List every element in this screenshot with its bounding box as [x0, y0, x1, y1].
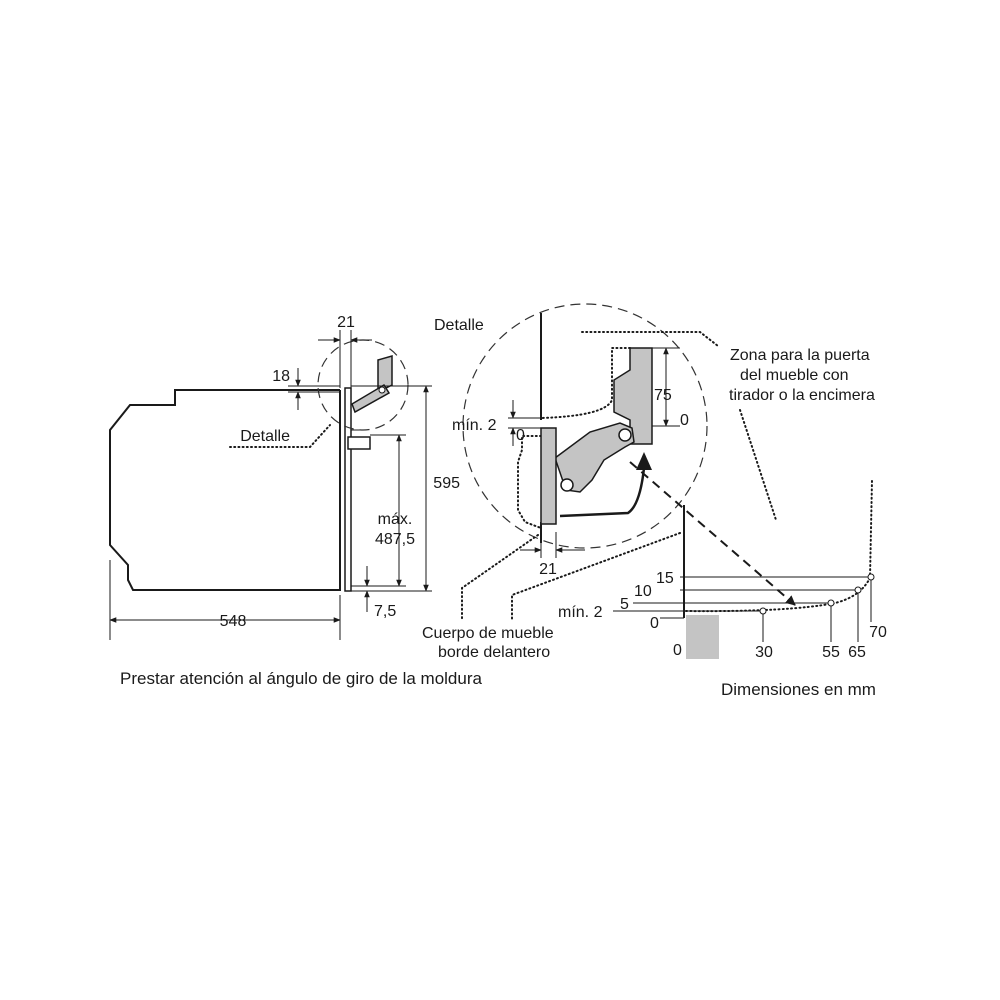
label-21-detail: 21 [539, 561, 557, 578]
swing-path-arrow [629, 461, 796, 606]
cuerpo-text-line2: borde delantero [438, 644, 550, 661]
label-detalle-left: Detalle [240, 428, 290, 445]
hinge-detail [462, 303, 708, 558]
rotation-arrowhead [636, 452, 652, 470]
left-hinge-bracket [377, 355, 393, 394]
zone-leader-top [581, 331, 719, 347]
oven-body-outline [109, 389, 341, 591]
graph-label-10: 10 [634, 583, 652, 600]
left-hinge-pivot [378, 386, 386, 394]
graph-cabinet-block [686, 615, 719, 659]
cuerpo-leader-right [511, 532, 681, 621]
graph-label-0-bottom: 0 [673, 642, 682, 659]
label-max: máx. [378, 511, 413, 528]
graph-label-30: 30 [755, 644, 773, 661]
label-595: 595 [433, 475, 460, 492]
hinge-arm [554, 422, 635, 493]
hinge-pivot [618, 428, 632, 442]
zone-text-line2: del mueble con [740, 367, 849, 384]
label-487-5: 487,5 [375, 531, 415, 548]
label-21-top: 21 [337, 314, 355, 331]
label-18: 18 [272, 368, 290, 385]
oven-door-panel [344, 387, 352, 592]
label-7-5: 7,5 [374, 603, 396, 620]
graph-label-min2: mín. 2 [558, 604, 603, 621]
zone-text-line3: tirador o la encimera [729, 387, 875, 404]
hinge-bracket [613, 347, 653, 445]
zone-leader-right [739, 409, 777, 521]
cuerpo-leader-left [461, 534, 539, 621]
graph-label-65: 65 [848, 644, 866, 661]
graph-label-55: 55 [822, 644, 840, 661]
clearance-graph [613, 479, 875, 659]
left-dimensions [109, 330, 432, 640]
label-0-detail: 0 [516, 427, 525, 444]
oven-side-view [109, 339, 409, 592]
label-0-right: 0 [680, 412, 689, 429]
point-65 [854, 586, 862, 594]
caption-right: Dimensiones en mm [721, 680, 876, 699]
point-55 [827, 599, 835, 607]
label-detalle-detail: Detalle [434, 317, 484, 334]
point-70 [867, 573, 875, 581]
label-548: 548 [220, 613, 247, 630]
graph-label-0-left: 0 [650, 615, 659, 632]
graph-label-5: 5 [620, 596, 629, 613]
caption-left: Prestar atención al ángulo de giro de la… [120, 669, 482, 688]
label-75: 75 [654, 387, 672, 404]
detail-circle-large [462, 303, 708, 549]
graph-label-70: 70 [869, 624, 887, 641]
swing-zone-dotted [540, 347, 631, 419]
door-outline-dotted [517, 435, 542, 529]
oven-handle [347, 436, 371, 450]
detail-circle-small [317, 339, 409, 431]
zone-text-line1: Zona para la puerta [730, 347, 870, 364]
cuerpo-text-line1: Cuerpo de mueble [422, 625, 554, 642]
point-30 [759, 607, 767, 615]
swing-curve [685, 479, 873, 613]
graph-label-15: 15 [656, 570, 674, 587]
label-min2-detail: mín. 2 [452, 417, 497, 434]
detalle-left-leader [229, 424, 331, 448]
door-panel [540, 427, 557, 525]
